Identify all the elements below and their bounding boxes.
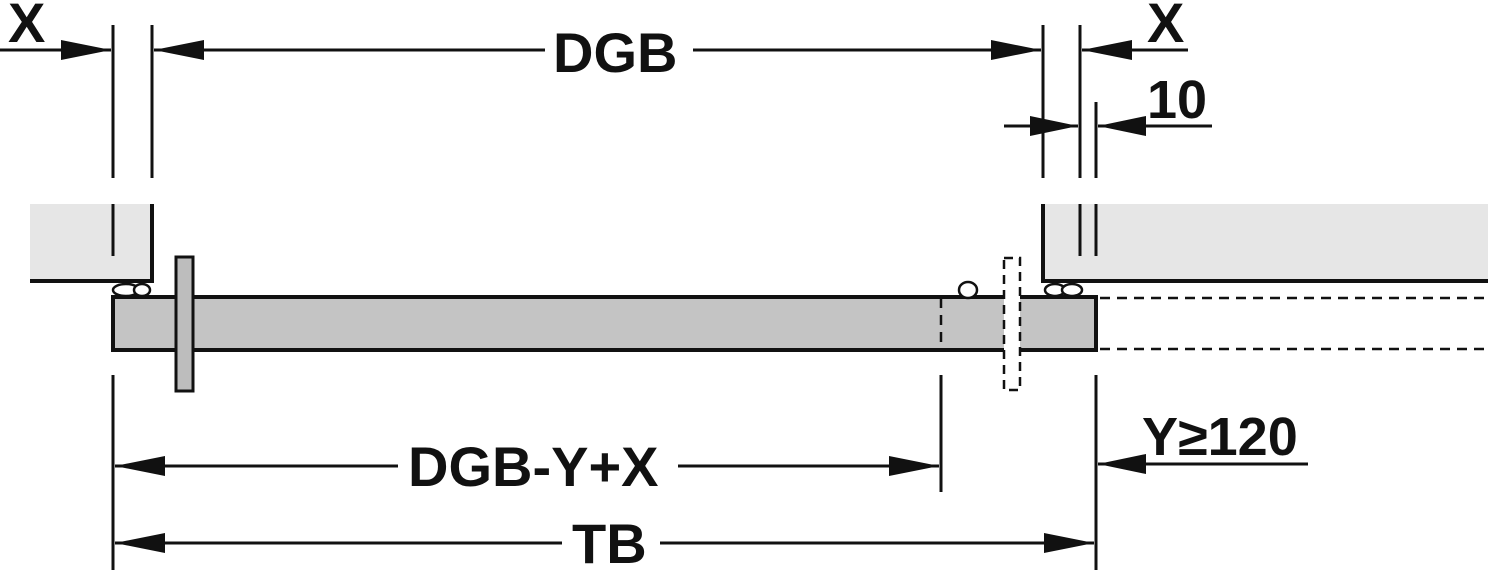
label-tb: TB: [572, 512, 647, 570]
wall-left: [30, 204, 154, 283]
roller-right: [1043, 282, 1084, 298]
label-dgb-minus-y-plus-x: DGB-Y+X: [408, 435, 659, 498]
label-y-min: Y≥120: [1142, 407, 1298, 467]
label-x-right: X: [1147, 0, 1184, 54]
bottom-extension-lines: [111, 375, 1098, 570]
dimension-y-min: Y≥120: [1098, 407, 1308, 474]
wall-right: [1041, 204, 1488, 283]
label-x-left: X: [8, 0, 45, 54]
door-open-position-lines: [1100, 296, 1488, 351]
dimension-x-right: X: [1082, 0, 1188, 60]
dimension-dgb-minus-y-plus-x: DGB-Y+X: [115, 435, 939, 498]
dimension-x-left: X: [0, 0, 111, 60]
top-extension-lines: [111, 25, 1098, 178]
label-ten: 10: [1147, 70, 1207, 130]
dimension-tb: TB: [115, 512, 1094, 570]
roller-left: [111, 282, 152, 298]
door-panel: [111, 295, 1098, 352]
label-dgb: DGB: [553, 21, 677, 84]
guide-rail-left: [174, 255, 195, 393]
stopper-knob: [957, 280, 979, 300]
dimension-dgb: DGB: [154, 21, 1041, 84]
guide-rail-right-hidden: [1002, 256, 1022, 392]
dimension-10: 10: [1004, 70, 1212, 136]
